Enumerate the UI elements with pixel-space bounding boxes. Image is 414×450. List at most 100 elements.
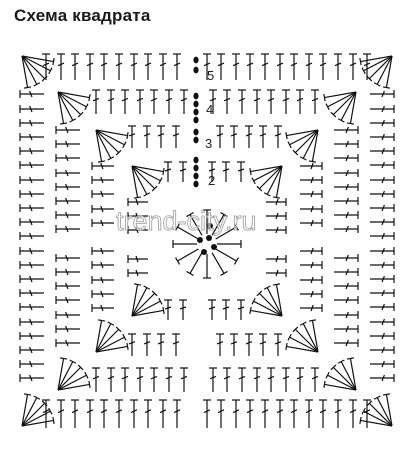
double-crochet-symbol — [179, 161, 187, 182]
double-crochet-symbol — [121, 89, 129, 114]
double-crochet-symbol — [274, 125, 282, 148]
double-crochet-symbol — [300, 276, 323, 284]
double-crochet-symbol — [19, 105, 44, 113]
corner-fan — [57, 357, 91, 391]
double-crochet-symbol — [237, 299, 245, 320]
double-crochet-symbol — [216, 125, 224, 148]
double-crochet-symbol — [55, 254, 80, 262]
double-crochet-symbol — [238, 89, 246, 114]
double-crochet-symbol — [19, 261, 44, 269]
double-crochet-symbol — [334, 339, 359, 347]
double-crochet-symbol — [261, 53, 269, 80]
double-crochet-symbol — [172, 125, 180, 148]
double-crochet-symbol — [143, 333, 151, 356]
double-crochet-symbol — [282, 89, 290, 114]
double-crochet-symbol — [55, 211, 80, 219]
double-crochet-symbol — [92, 89, 100, 114]
double-crochet-symbol — [246, 399, 254, 428]
chain-stitch — [193, 128, 199, 136]
double-crochet-symbol — [300, 190, 323, 198]
double-crochet-symbol — [253, 367, 261, 392]
double-crochet-symbol — [159, 399, 167, 428]
corner-fan — [323, 91, 357, 125]
double-crochet-symbol — [300, 205, 323, 213]
double-crochet-symbol — [55, 183, 80, 191]
chain-stitch — [193, 108, 199, 116]
double-crochet-symbol — [150, 367, 158, 392]
double-crochet-symbol — [370, 261, 395, 269]
double-crochet-symbol — [370, 318, 395, 326]
double-crochet-symbol — [179, 299, 187, 320]
start-chain — [193, 56, 217, 255]
double-crochet-symbol — [128, 125, 136, 148]
double-crochet-symbol — [334, 53, 342, 80]
double-crochet-symbol — [259, 333, 267, 356]
double-crochet-symbol — [19, 346, 44, 354]
double-crochet-symbol — [300, 162, 323, 170]
double-crochet-symbol — [370, 90, 395, 98]
corner-fan — [21, 393, 55, 427]
double-crochet-symbol — [143, 125, 151, 148]
double-crochet-symbol — [92, 367, 100, 392]
slip-stitch — [207, 223, 213, 229]
double-crochet-symbol — [370, 247, 395, 255]
double-crochet-symbol — [91, 276, 114, 284]
double-crochet-symbol — [259, 125, 267, 148]
double-crochet-symbol — [91, 261, 114, 269]
double-crochet-symbol — [19, 218, 44, 226]
double-crochet-symbol — [164, 161, 172, 182]
double-crochet-symbol — [370, 346, 395, 354]
double-crochet-symbol — [370, 218, 395, 226]
double-crochet-symbol — [86, 53, 94, 80]
double-crochet-symbol — [208, 299, 216, 320]
double-crochet-symbol — [217, 53, 225, 80]
double-crochet-symbol — [261, 399, 269, 428]
double-crochet-symbol — [19, 289, 44, 297]
double-crochet-symbol — [349, 53, 357, 80]
corner-fan — [359, 55, 393, 89]
row-label-5: 5 — [207, 68, 214, 83]
double-crochet-symbol — [334, 197, 359, 205]
double-crochet-symbol — [19, 147, 44, 155]
double-crochet-symbol — [57, 399, 65, 428]
double-crochet-symbol — [173, 399, 181, 428]
double-crochet-symbol — [370, 176, 395, 184]
double-crochet-symbol — [91, 176, 114, 184]
row-label-2: 2 — [208, 173, 215, 188]
corner-fan — [249, 283, 283, 317]
double-crochet-symbol — [136, 89, 144, 114]
double-crochet-symbol — [91, 304, 114, 312]
double-crochet-symbol — [180, 89, 188, 114]
double-crochet-symbol — [55, 311, 80, 319]
double-crochet-symbol — [334, 211, 359, 219]
double-crochet-symbol — [55, 268, 80, 276]
double-crochet-symbol — [334, 325, 359, 333]
double-crochet-symbol — [55, 126, 80, 134]
double-crochet-symbol — [121, 367, 129, 392]
double-crochet-symbol — [19, 90, 44, 98]
double-crochet-symbol — [267, 89, 275, 114]
double-crochet-symbol — [245, 333, 253, 356]
corner-fan — [21, 55, 55, 89]
double-crochet-symbol — [19, 133, 44, 141]
double-crochet-symbol — [232, 53, 240, 80]
double-crochet-symbol — [334, 140, 359, 148]
double-crochet-symbol — [55, 282, 80, 290]
double-crochet-symbol — [165, 89, 173, 114]
double-crochet-symbol — [300, 290, 323, 298]
double-crochet-symbol — [282, 367, 290, 392]
double-crochet-symbol — [57, 53, 65, 80]
double-crochet-symbol — [223, 367, 231, 392]
double-crochet-symbol — [115, 53, 123, 80]
double-crochet-symbol — [319, 53, 327, 80]
double-crochet-symbol — [305, 53, 313, 80]
double-crochet-symbol — [55, 140, 80, 148]
double-crochet-symbol — [334, 154, 359, 162]
double-crochet-symbol — [237, 161, 245, 182]
double-crochet-symbol — [115, 399, 123, 428]
row-label-3: 3 — [205, 136, 212, 151]
double-crochet-symbol — [334, 169, 359, 177]
double-crochet-symbol — [217, 399, 225, 428]
double-crochet-symbol — [91, 219, 114, 227]
double-crochet-symbol — [300, 304, 323, 312]
